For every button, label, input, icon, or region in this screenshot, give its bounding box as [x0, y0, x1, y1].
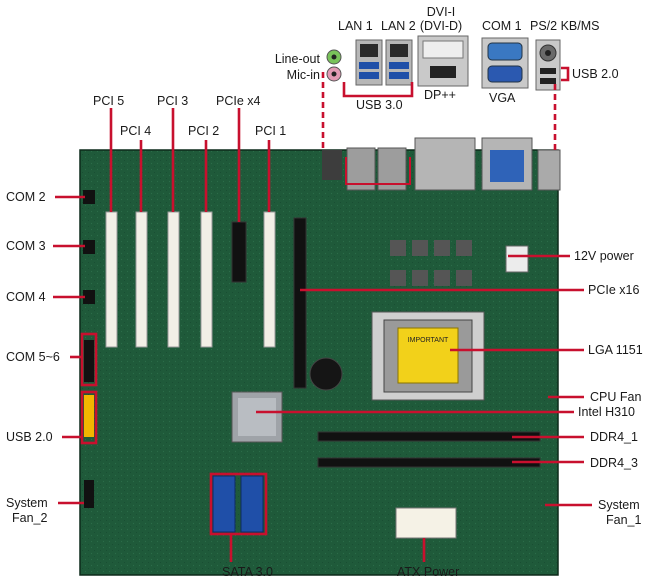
- lga-label: LGA 1151: [588, 343, 643, 357]
- pcie-x16-label: PCIe x16: [588, 283, 640, 297]
- power-12v-label: 12V power: [574, 249, 634, 263]
- ddr4-3-label: DDR4_3: [590, 456, 638, 470]
- h310-label: Intel H310: [578, 405, 635, 419]
- sysfan2-label-line1: System: [6, 496, 48, 510]
- dvi-d-label: (DVI-D): [419, 19, 463, 33]
- pci5-label: PCI 5: [93, 94, 125, 108]
- usb20-left-label: USB 2.0: [6, 430, 53, 444]
- ps2-label: PS/2 KB/MS: [530, 19, 600, 33]
- chipset-heatsink: [231, 391, 283, 443]
- vrm-components: [309, 240, 529, 391]
- atx-power-label: ATX Power: [397, 565, 460, 579]
- cpu-sticker-text: IMPORTANT: [408, 337, 449, 344]
- com2-label: COM 2: [6, 190, 46, 204]
- sysfan1-label-line2: Fan_1: [606, 513, 642, 527]
- usb30-top-label: USB 3.0: [356, 98, 403, 112]
- mic-in-label: Mic-in: [286, 68, 320, 82]
- sata-label: SATA 3.0: [222, 565, 273, 579]
- com3-label: COM 3: [6, 239, 46, 253]
- ddr4-1-label: DDR4_1: [590, 430, 638, 444]
- cpu-socket: IMPORTANT: [371, 311, 485, 401]
- dp-label: DP++: [424, 88, 456, 102]
- expansion-slots: [105, 211, 307, 389]
- sysfan1-label-line1: System: [598, 498, 640, 512]
- sysfan2-label-line2: Fan_2: [12, 511, 48, 525]
- io-connectors: [326, 35, 561, 91]
- board-rear-io: [322, 137, 561, 191]
- pci3-label: PCI 3: [157, 94, 189, 108]
- pci4-label: PCI 4: [120, 124, 152, 138]
- left-headers: [83, 190, 95, 508]
- vga-label: VGA: [489, 91, 516, 105]
- pci2-label: PCI 2: [188, 124, 220, 138]
- usb20-top-label: USB 2.0: [572, 67, 619, 81]
- com56-label: COM 5~6: [6, 350, 60, 364]
- lan1-label: LAN 1: [338, 19, 373, 33]
- lan2-label: LAN 2: [381, 19, 416, 33]
- line-out-label: Line-out: [274, 52, 320, 66]
- pci1-label: PCI 1: [255, 124, 287, 138]
- callout-lines: [53, 66, 592, 562]
- dvi-i-label: DVI-I: [426, 5, 456, 19]
- bottom-connectors: [212, 475, 457, 539]
- com4-label: COM 4: [6, 290, 46, 304]
- pcie-x4-label: PCIe x4: [216, 94, 261, 108]
- cpu-fan-label: CPU Fan: [590, 390, 642, 404]
- com1-label: COM 1: [482, 19, 522, 33]
